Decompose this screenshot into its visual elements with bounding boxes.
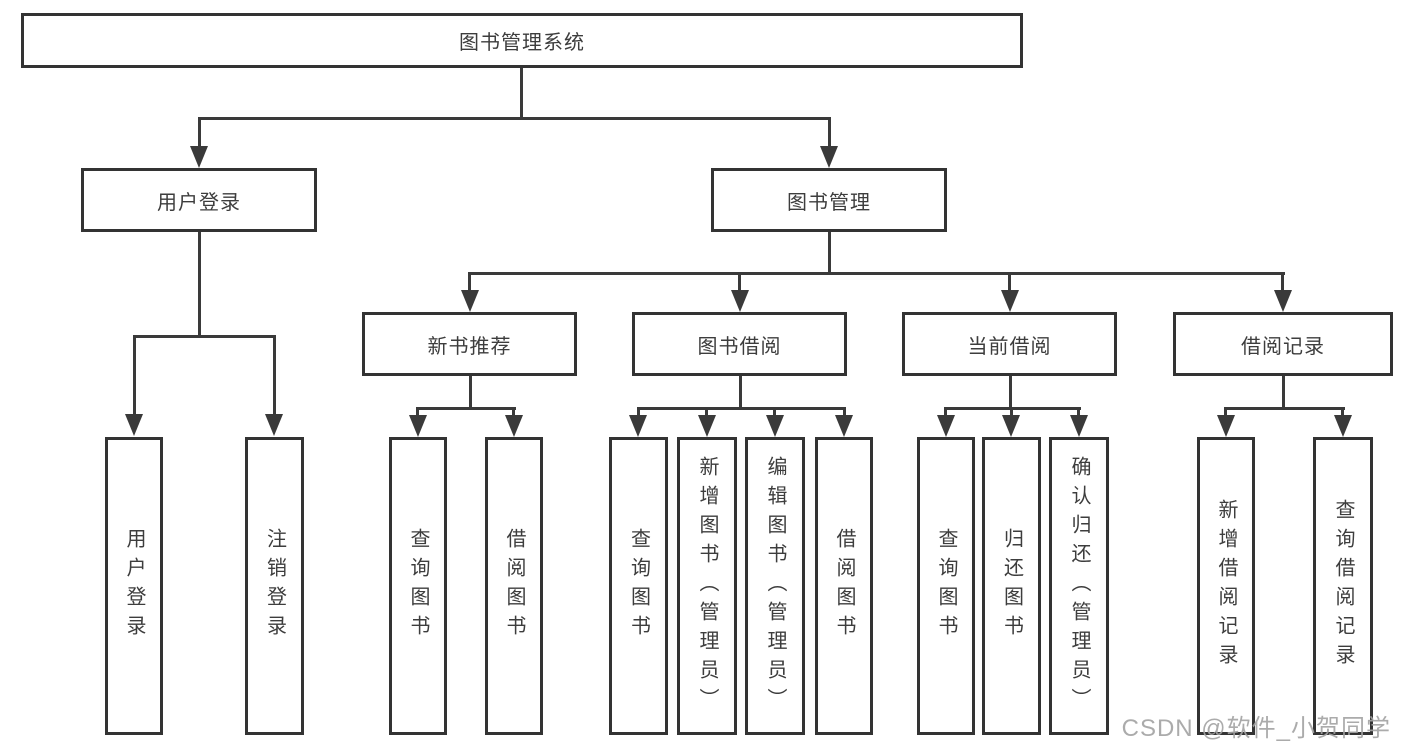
connector-arrow-shaft bbox=[416, 407, 419, 417]
connector-user-login-rail bbox=[133, 335, 276, 338]
arrow-down-icon bbox=[505, 415, 523, 437]
connector-arrow-shaft bbox=[828, 117, 831, 147]
connector-new-book-stem bbox=[469, 376, 472, 410]
arrow-down-icon bbox=[1334, 415, 1352, 437]
connector-current-borrow-rail bbox=[945, 407, 1081, 410]
leaf-recommend-query-book: 查询图书 bbox=[389, 437, 447, 735]
connector-arrow-shaft bbox=[198, 117, 201, 147]
leaf-record-add: 新增借阅记录 bbox=[1197, 437, 1255, 735]
arrow-down-icon bbox=[835, 415, 853, 437]
leaf-current-query-book: 查询图书 bbox=[917, 437, 975, 735]
connector-arrow-shaft bbox=[133, 335, 136, 415]
leaf-borrow-add-book-admin: 新增图书（管理员） bbox=[677, 437, 737, 735]
connector-book-mgmt-stem bbox=[828, 232, 831, 275]
arrow-down-icon bbox=[461, 290, 479, 312]
arrow-down-icon bbox=[190, 146, 208, 168]
leaf-user-login: 用户登录 bbox=[105, 437, 163, 735]
arrow-down-icon bbox=[629, 415, 647, 437]
connector-arrow-shaft bbox=[1008, 272, 1011, 292]
leaf-borrow-borrow-book: 借阅图书 bbox=[815, 437, 873, 735]
connector-arrow-shaft bbox=[1077, 407, 1080, 417]
connector-root-stem bbox=[520, 68, 523, 118]
arrow-down-icon bbox=[1070, 415, 1088, 437]
connector-arrow-shaft bbox=[512, 407, 515, 417]
connector-root-rail bbox=[198, 117, 831, 120]
node-borrow-record: 借阅记录 bbox=[1173, 312, 1393, 376]
connector-arrow-shaft bbox=[705, 407, 708, 417]
connector-arrow-shaft bbox=[738, 272, 741, 292]
node-new-book-recommend: 新书推荐 bbox=[362, 312, 577, 376]
leaf-record-query: 查询借阅记录 bbox=[1313, 437, 1373, 735]
csdn-watermark: CSDN @软件_小贺同学 bbox=[1121, 715, 1391, 742]
connector-book-mgmt-rail bbox=[469, 272, 1285, 275]
connector-book-borrow-stem bbox=[739, 376, 742, 410]
connector-new-book-rail bbox=[417, 407, 516, 410]
arrow-down-icon bbox=[731, 290, 749, 312]
arrow-down-icon bbox=[766, 415, 784, 437]
connector-book-borrow-rail bbox=[637, 407, 846, 410]
arrow-down-icon bbox=[125, 414, 143, 436]
connector-arrow-shaft bbox=[843, 407, 846, 417]
arrow-down-icon bbox=[1217, 415, 1235, 437]
arrow-down-icon bbox=[1001, 290, 1019, 312]
node-user-login: 用户登录 bbox=[81, 168, 317, 232]
node-book-borrow: 图书借阅 bbox=[632, 312, 847, 376]
leaf-borrow-query-book: 查询图书 bbox=[609, 437, 668, 735]
leaf-borrow-edit-book-admin: 编辑图书（管理员） bbox=[745, 437, 805, 735]
arrow-down-icon bbox=[409, 415, 427, 437]
node-current-borrow: 当前借阅 bbox=[902, 312, 1117, 376]
connector-arrow-shaft bbox=[1224, 407, 1227, 417]
connector-arrow-shaft bbox=[468, 272, 471, 292]
connector-current-borrow-stem bbox=[1009, 376, 1012, 410]
node-book-management: 图书管理 bbox=[711, 168, 947, 232]
connector-borrow-record-rail bbox=[1225, 407, 1345, 410]
leaf-recommend-borrow-book: 借阅图书 bbox=[485, 437, 543, 735]
connector-borrow-record-stem bbox=[1282, 376, 1285, 410]
arrow-down-icon bbox=[1002, 415, 1020, 437]
connector-arrow-shaft bbox=[944, 407, 947, 417]
leaf-current-return-book: 归还图书 bbox=[982, 437, 1041, 735]
connector-arrow-shaft bbox=[273, 335, 276, 415]
arrow-down-icon bbox=[820, 146, 838, 168]
arrow-down-icon bbox=[937, 415, 955, 437]
arrow-down-icon bbox=[698, 415, 716, 437]
arrow-down-icon bbox=[265, 414, 283, 436]
leaf-logout: 注销登录 bbox=[245, 437, 304, 735]
connector-user-login-stem bbox=[198, 232, 201, 338]
connector-arrow-shaft bbox=[637, 407, 640, 417]
connector-arrow-shaft bbox=[1281, 272, 1284, 292]
node-root-system: 图书管理系统 bbox=[21, 13, 1023, 68]
connector-arrow-shaft bbox=[1341, 407, 1344, 417]
arrow-down-icon bbox=[1274, 290, 1292, 312]
connector-arrow-shaft bbox=[1010, 407, 1013, 417]
leaf-current-confirm-return-admin: 确认归还（管理员） bbox=[1049, 437, 1109, 735]
connector-arrow-shaft bbox=[773, 407, 776, 417]
